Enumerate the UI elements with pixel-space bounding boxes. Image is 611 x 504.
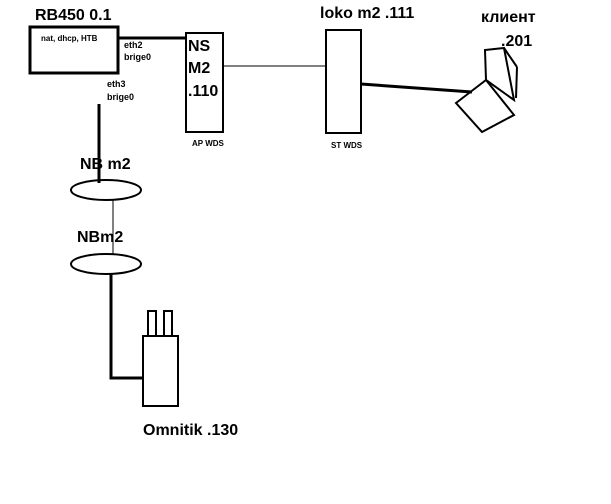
router-port-eth3: eth3 — [107, 79, 126, 89]
nb-bottom-title: NBm2 — [77, 229, 124, 246]
router-port-eth2-bridge: brige0 — [124, 52, 152, 62]
client-ip: .201 — [501, 33, 533, 50]
router-box — [28, 25, 120, 75]
station-box — [325, 29, 362, 134]
router-port-eth3-bridge: brige0 — [107, 92, 135, 102]
client-title: клиент — [481, 9, 536, 26]
laptop-icon — [454, 46, 518, 134]
link-nb-omnitik — [109, 274, 143, 380]
router-port-eth2: eth2 — [124, 40, 143, 50]
ap-label-line2: M2 — [188, 60, 211, 77]
ap-label-line1: NS — [188, 38, 211, 55]
omnitik-antennas — [147, 310, 173, 337]
station-mode: ST WDS — [331, 141, 363, 150]
router-title: RB450 0.1 — [35, 7, 112, 24]
nb-top-dish — [70, 179, 142, 201]
ap-label-line3: .110 — [188, 83, 219, 100]
omnitik-box — [142, 335, 179, 407]
nb-top-title: NB m2 — [80, 156, 131, 173]
link-station-client — [360, 82, 473, 94]
station-title: loko m2 .111 — [320, 5, 415, 22]
router-services: nat, dhcp, HTB — [41, 34, 98, 43]
nb-bottom-dish — [70, 253, 142, 275]
ap-box — [185, 32, 224, 133]
ap-mode: AP WDS — [192, 139, 224, 148]
omnitik-title: Omnitik .130 — [143, 422, 239, 439]
